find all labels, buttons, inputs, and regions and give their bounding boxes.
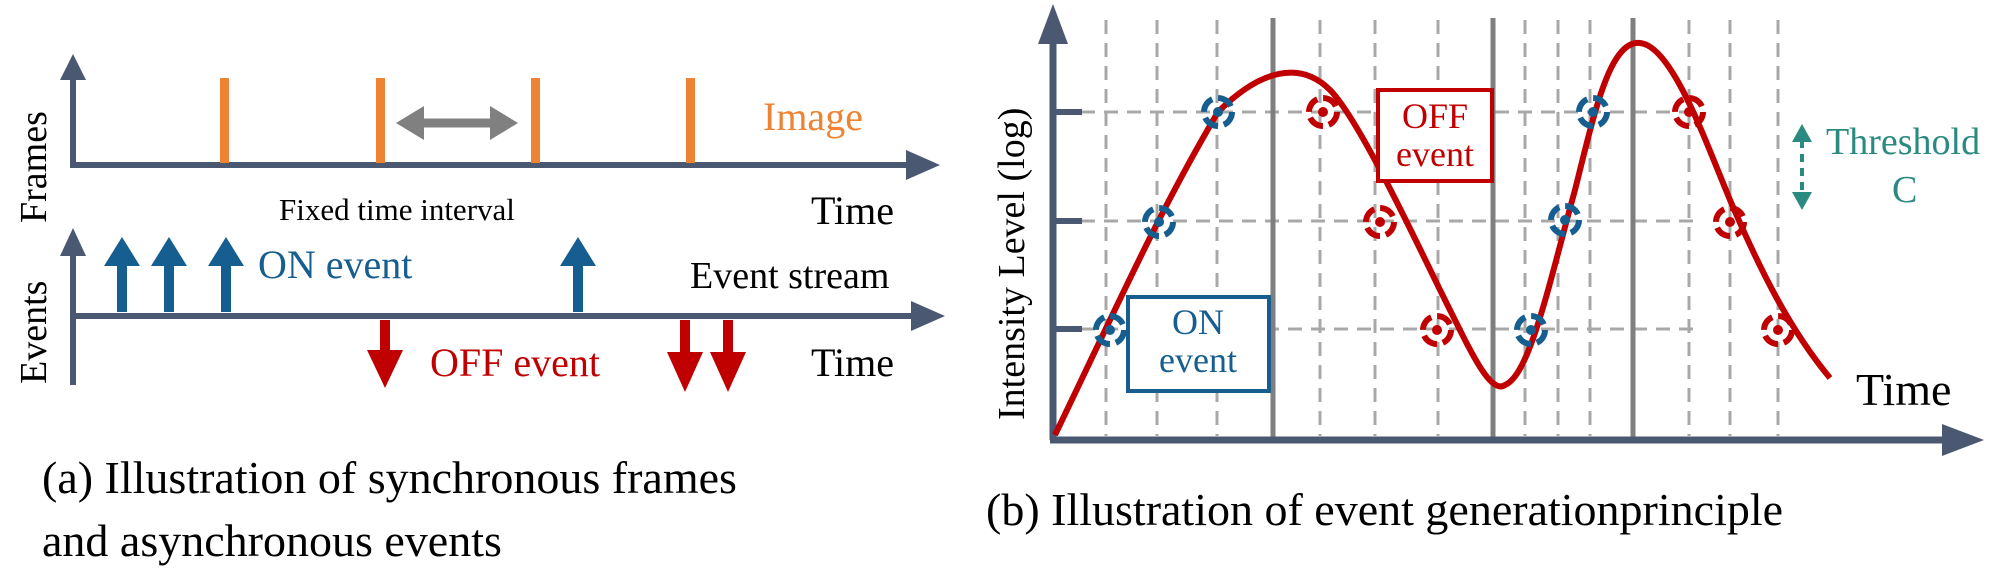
on-event-arrow xyxy=(151,237,187,312)
off-event-marker xyxy=(1306,95,1340,129)
on-event-arrow xyxy=(104,237,140,312)
off-event-marker xyxy=(1420,313,1454,347)
intensity-axes xyxy=(1038,4,1984,456)
off-event-marker xyxy=(1363,205,1397,239)
y-axis-label: Intensity Level (log) xyxy=(991,108,1033,420)
time-label-bottom: Time xyxy=(811,340,894,385)
threshold-arrow xyxy=(1792,124,1812,210)
off-event-markers xyxy=(1306,95,1795,347)
on-box-line1: ON xyxy=(1172,302,1224,342)
on-event-markers xyxy=(1093,95,1610,347)
grid xyxy=(1058,18,1780,438)
frames-label: Frames xyxy=(13,111,55,223)
off-event-marker xyxy=(1713,205,1747,239)
off-box-line2: event xyxy=(1396,134,1474,174)
on-event-arrow xyxy=(208,237,244,312)
time-label-top: Time xyxy=(811,188,894,233)
off-event-arrows xyxy=(367,320,746,392)
on-event-marker xyxy=(1142,205,1176,239)
event-stream-label: Event stream xyxy=(690,255,889,297)
on-event-box: ON event xyxy=(1126,295,1271,393)
on-box-line2: event xyxy=(1159,340,1237,380)
interval-arrow xyxy=(396,106,518,140)
caption-a-line2: and asynchronous events xyxy=(42,515,502,566)
off-event-label: OFF event xyxy=(430,340,600,385)
threshold-label-line1: Threshold xyxy=(1826,121,1980,163)
frames-axis xyxy=(60,54,940,180)
threshold-label-line2: C xyxy=(1892,169,1917,211)
frame-tick xyxy=(531,78,540,163)
off-event-marker xyxy=(1672,95,1706,129)
on-event-arrows xyxy=(104,237,596,312)
off-event-arrow xyxy=(667,320,703,392)
off-box-line1: OFF xyxy=(1402,96,1468,136)
x-axis-label: Time xyxy=(1856,364,1951,415)
panel-b: Threshold C OFF event ON xyxy=(986,4,1984,535)
off-event-arrow xyxy=(710,320,746,392)
on-event-marker xyxy=(1201,95,1235,129)
on-event-marker xyxy=(1548,203,1582,237)
on-event-marker xyxy=(1576,95,1610,129)
off-event-box: OFF event xyxy=(1376,88,1494,183)
on-event-marker xyxy=(1514,313,1548,347)
frame-tick xyxy=(376,78,385,163)
off-event-marker xyxy=(1761,313,1795,347)
panel-a: Image Time Fixed time interval Frames ON… xyxy=(13,54,945,566)
caption-b: (b) Illustration of event generationprin… xyxy=(986,484,1783,535)
image-label: Image xyxy=(763,94,863,139)
caption-a-line1: (a) Illustration of synchronous frames xyxy=(42,452,737,503)
off-event-arrow xyxy=(367,320,403,388)
on-event-label: ON event xyxy=(258,242,412,287)
events-label: Events xyxy=(13,281,55,384)
events-axis xyxy=(60,228,945,385)
on-event-arrow xyxy=(560,237,596,312)
frame-tick xyxy=(686,78,695,163)
interval-label: Fixed time interval xyxy=(279,192,515,227)
frame-tick xyxy=(220,78,229,163)
on-event-marker xyxy=(1093,313,1127,347)
frame-ticks xyxy=(220,78,695,163)
